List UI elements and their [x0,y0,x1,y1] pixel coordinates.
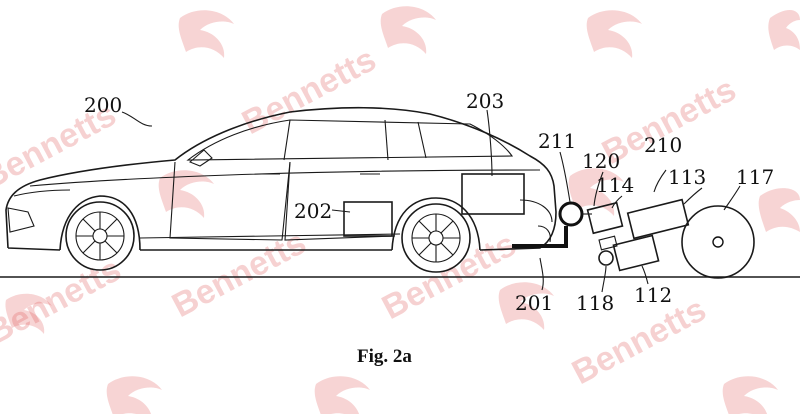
battery-box [343,201,393,237]
module-112 [612,234,660,272]
label-120: 120 [582,149,620,173]
label-118: 118 [576,291,614,315]
label-210: 210 [644,133,682,157]
small-link [598,235,618,251]
roller-118 [598,250,614,266]
figure-caption: Fig. 2a [357,346,412,367]
reference-labels: 200 203 202 201 211 120 114 210 113 117 … [84,89,774,315]
coupling-ring [558,201,584,227]
label-114: 114 [596,173,634,197]
watermark-text: Bennetts [0,250,127,352]
hitch-bar [512,226,568,248]
watermark-text: Bennetts [376,225,522,327]
wheel-hub [712,236,724,248]
rear-unit-box [461,173,525,215]
label-202: 202 [294,199,332,223]
front-wheel [65,201,135,271]
trailer-assembly [582,198,755,279]
label-200: 200 [84,93,122,117]
label-117: 117 [736,165,774,189]
label-203: 203 [466,89,504,113]
car-body [5,106,557,251]
label-201: 201 [515,291,553,315]
label-112: 112 [634,283,672,307]
label-211: 211 [538,129,576,153]
module-114 [586,201,624,235]
leader-lines [121,109,741,293]
wheel-117 [681,205,755,279]
rear-wheel [401,203,471,273]
module-113 [626,198,690,240]
watermark-logo-icon [5,6,800,414]
label-113: 113 [668,165,706,189]
